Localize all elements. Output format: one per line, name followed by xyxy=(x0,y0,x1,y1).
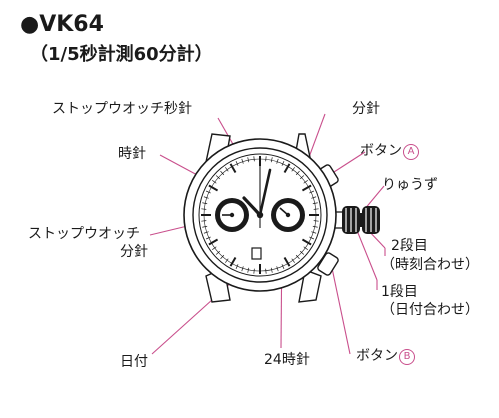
crown xyxy=(331,206,380,234)
model-subtitle: （1/5秒計測60分計） xyxy=(30,44,213,65)
label-crown: りゅうず xyxy=(382,177,438,193)
minute-hand xyxy=(258,168,272,217)
minute-tick xyxy=(270,267,273,273)
minute-tick xyxy=(202,202,208,205)
label-stopwatch-minute-2: 分針 xyxy=(120,244,148,260)
label-pos2-1: 2段目 xyxy=(391,238,428,254)
label-minute-hand: 分針 xyxy=(352,101,380,117)
minute-tick xyxy=(205,190,211,194)
hour-hand xyxy=(242,196,262,217)
minute-tick xyxy=(253,268,255,274)
minute-tick xyxy=(309,236,315,240)
minute-tick xyxy=(202,225,208,228)
button-b-text: ボタン xyxy=(356,348,398,364)
hour-marker xyxy=(301,184,312,192)
hour-marker xyxy=(208,184,219,192)
label-pos1-1: 1段目 xyxy=(381,284,418,300)
minute-tick xyxy=(203,231,209,234)
leader-button-a xyxy=(333,151,366,173)
minute-tick xyxy=(235,160,239,166)
subdial-24h xyxy=(271,198,305,232)
minute-tick xyxy=(291,258,295,263)
minute-tick xyxy=(247,267,250,273)
minute-tick xyxy=(203,196,209,199)
hour-marker xyxy=(208,238,219,246)
hour-marker xyxy=(283,163,291,174)
minute-tick xyxy=(309,190,315,194)
minute-tick xyxy=(313,208,319,210)
minute-tick xyxy=(220,254,225,260)
label-stopwatch-second: ストップウオッチ秒針 xyxy=(52,101,192,117)
minute-tick xyxy=(303,180,308,184)
minute-tick xyxy=(235,264,239,270)
minute-tick xyxy=(313,220,319,222)
button-b-mark: B xyxy=(399,349,415,365)
minute-tick xyxy=(265,156,267,162)
lug-bottom-right xyxy=(298,269,322,303)
minute-tick xyxy=(299,175,305,180)
minute-tick xyxy=(276,266,279,272)
subdial-stopwatch-minute xyxy=(215,198,249,232)
minute-tick xyxy=(295,170,300,176)
minute-tick xyxy=(295,254,300,260)
center-pin xyxy=(256,211,264,219)
minute-tick xyxy=(270,157,273,163)
hour-marker xyxy=(283,256,291,267)
minute-tick xyxy=(212,180,217,184)
minute-tick xyxy=(201,208,207,210)
minute-tick xyxy=(241,158,244,164)
minute-tick xyxy=(312,225,318,228)
minute-tick xyxy=(311,231,317,234)
minute-tick xyxy=(312,202,318,205)
leader-pos1-a xyxy=(355,227,378,281)
minute-tick xyxy=(265,268,267,274)
minute-tick xyxy=(215,250,221,255)
minute-tick xyxy=(291,167,295,172)
minute-tick xyxy=(220,170,225,176)
label-stopwatch-minute-1: ストップウオッチ xyxy=(28,226,140,242)
hour-marker xyxy=(301,238,312,246)
minute-tick xyxy=(253,156,255,162)
minute-tick xyxy=(215,175,221,180)
model-title: ●VK64 xyxy=(20,12,104,37)
minute-tick xyxy=(276,158,279,164)
leader-button-b xyxy=(331,267,351,355)
label-date: 日付 xyxy=(120,354,148,370)
label-24h: 24時針 xyxy=(264,352,310,368)
label-pos1-2: （日付合わせ） xyxy=(381,302,479,318)
minute-tick xyxy=(281,264,285,270)
minute-tick xyxy=(225,167,229,172)
label-hour-hand: 時針 xyxy=(118,146,146,162)
minute-tick xyxy=(205,236,211,240)
minute-tick xyxy=(201,220,207,222)
button-b xyxy=(317,252,339,276)
minute-tick xyxy=(212,246,217,250)
date-window xyxy=(251,247,262,260)
minute-tick xyxy=(247,157,250,163)
button-a-text: ボタン xyxy=(360,143,402,159)
minute-tick xyxy=(241,266,244,272)
minute-tick xyxy=(311,196,317,199)
minute-tick xyxy=(303,246,308,250)
hour-marker xyxy=(229,256,237,267)
minute-tick xyxy=(225,258,229,263)
label-pos2-2: （時刻合わせ） xyxy=(381,257,479,273)
button-a-mark: A xyxy=(403,144,419,160)
minute-tick xyxy=(281,160,285,166)
hour-marker xyxy=(229,163,237,174)
minute-tick xyxy=(299,250,305,255)
